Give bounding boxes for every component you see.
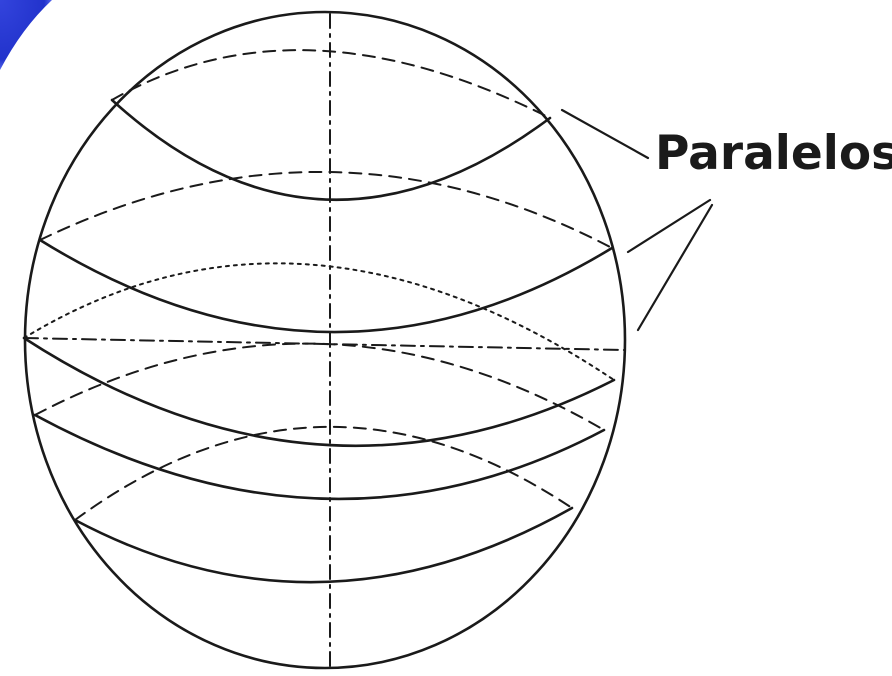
parallel-2-back — [40, 172, 612, 248]
parallel-3-front — [24, 338, 614, 446]
corner-accent — [0, 0, 52, 70]
paralelos-label: Paralelos — [655, 130, 892, 177]
parallel-4-back — [35, 344, 604, 430]
parallel-2-front — [40, 240, 612, 332]
leader-line-1 — [562, 110, 648, 158]
leader-line-2 — [628, 200, 710, 252]
leader-line-3 — [638, 205, 712, 330]
parallel-5-front — [75, 508, 572, 582]
